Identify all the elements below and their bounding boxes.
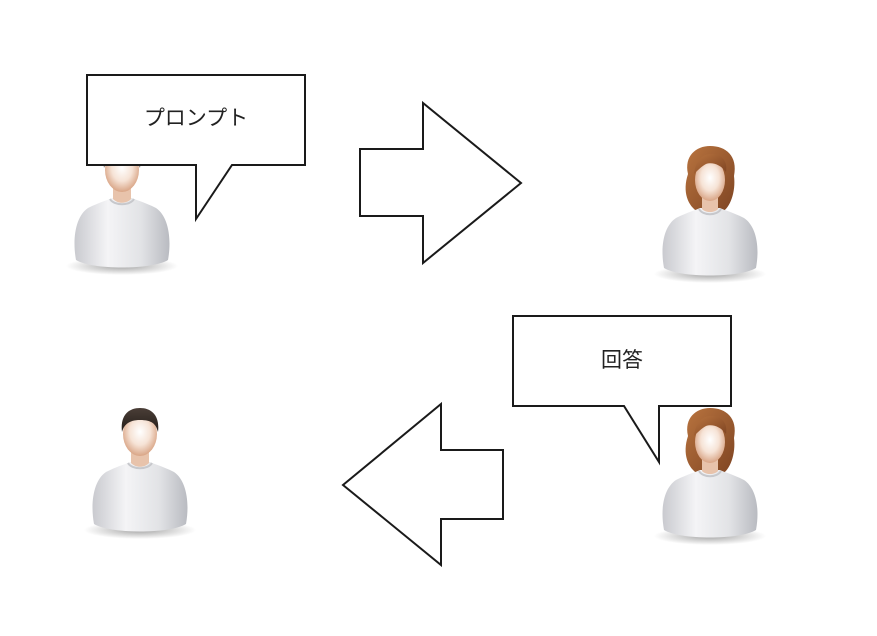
- answer-bubble-text: 回答: [601, 348, 643, 372]
- answer-speech-bubble: 回答: [512, 315, 732, 466]
- female-user-icon: [653, 145, 767, 284]
- prompt-speech-bubble: プロンプト: [86, 74, 306, 223]
- arrow-left-icon: [341, 401, 504, 568]
- prompt-bubble-text: プロンプト: [144, 106, 248, 130]
- arrow-right-icon: [359, 100, 523, 266]
- female-user-icon: [653, 407, 767, 546]
- male-user-icon: [83, 407, 197, 540]
